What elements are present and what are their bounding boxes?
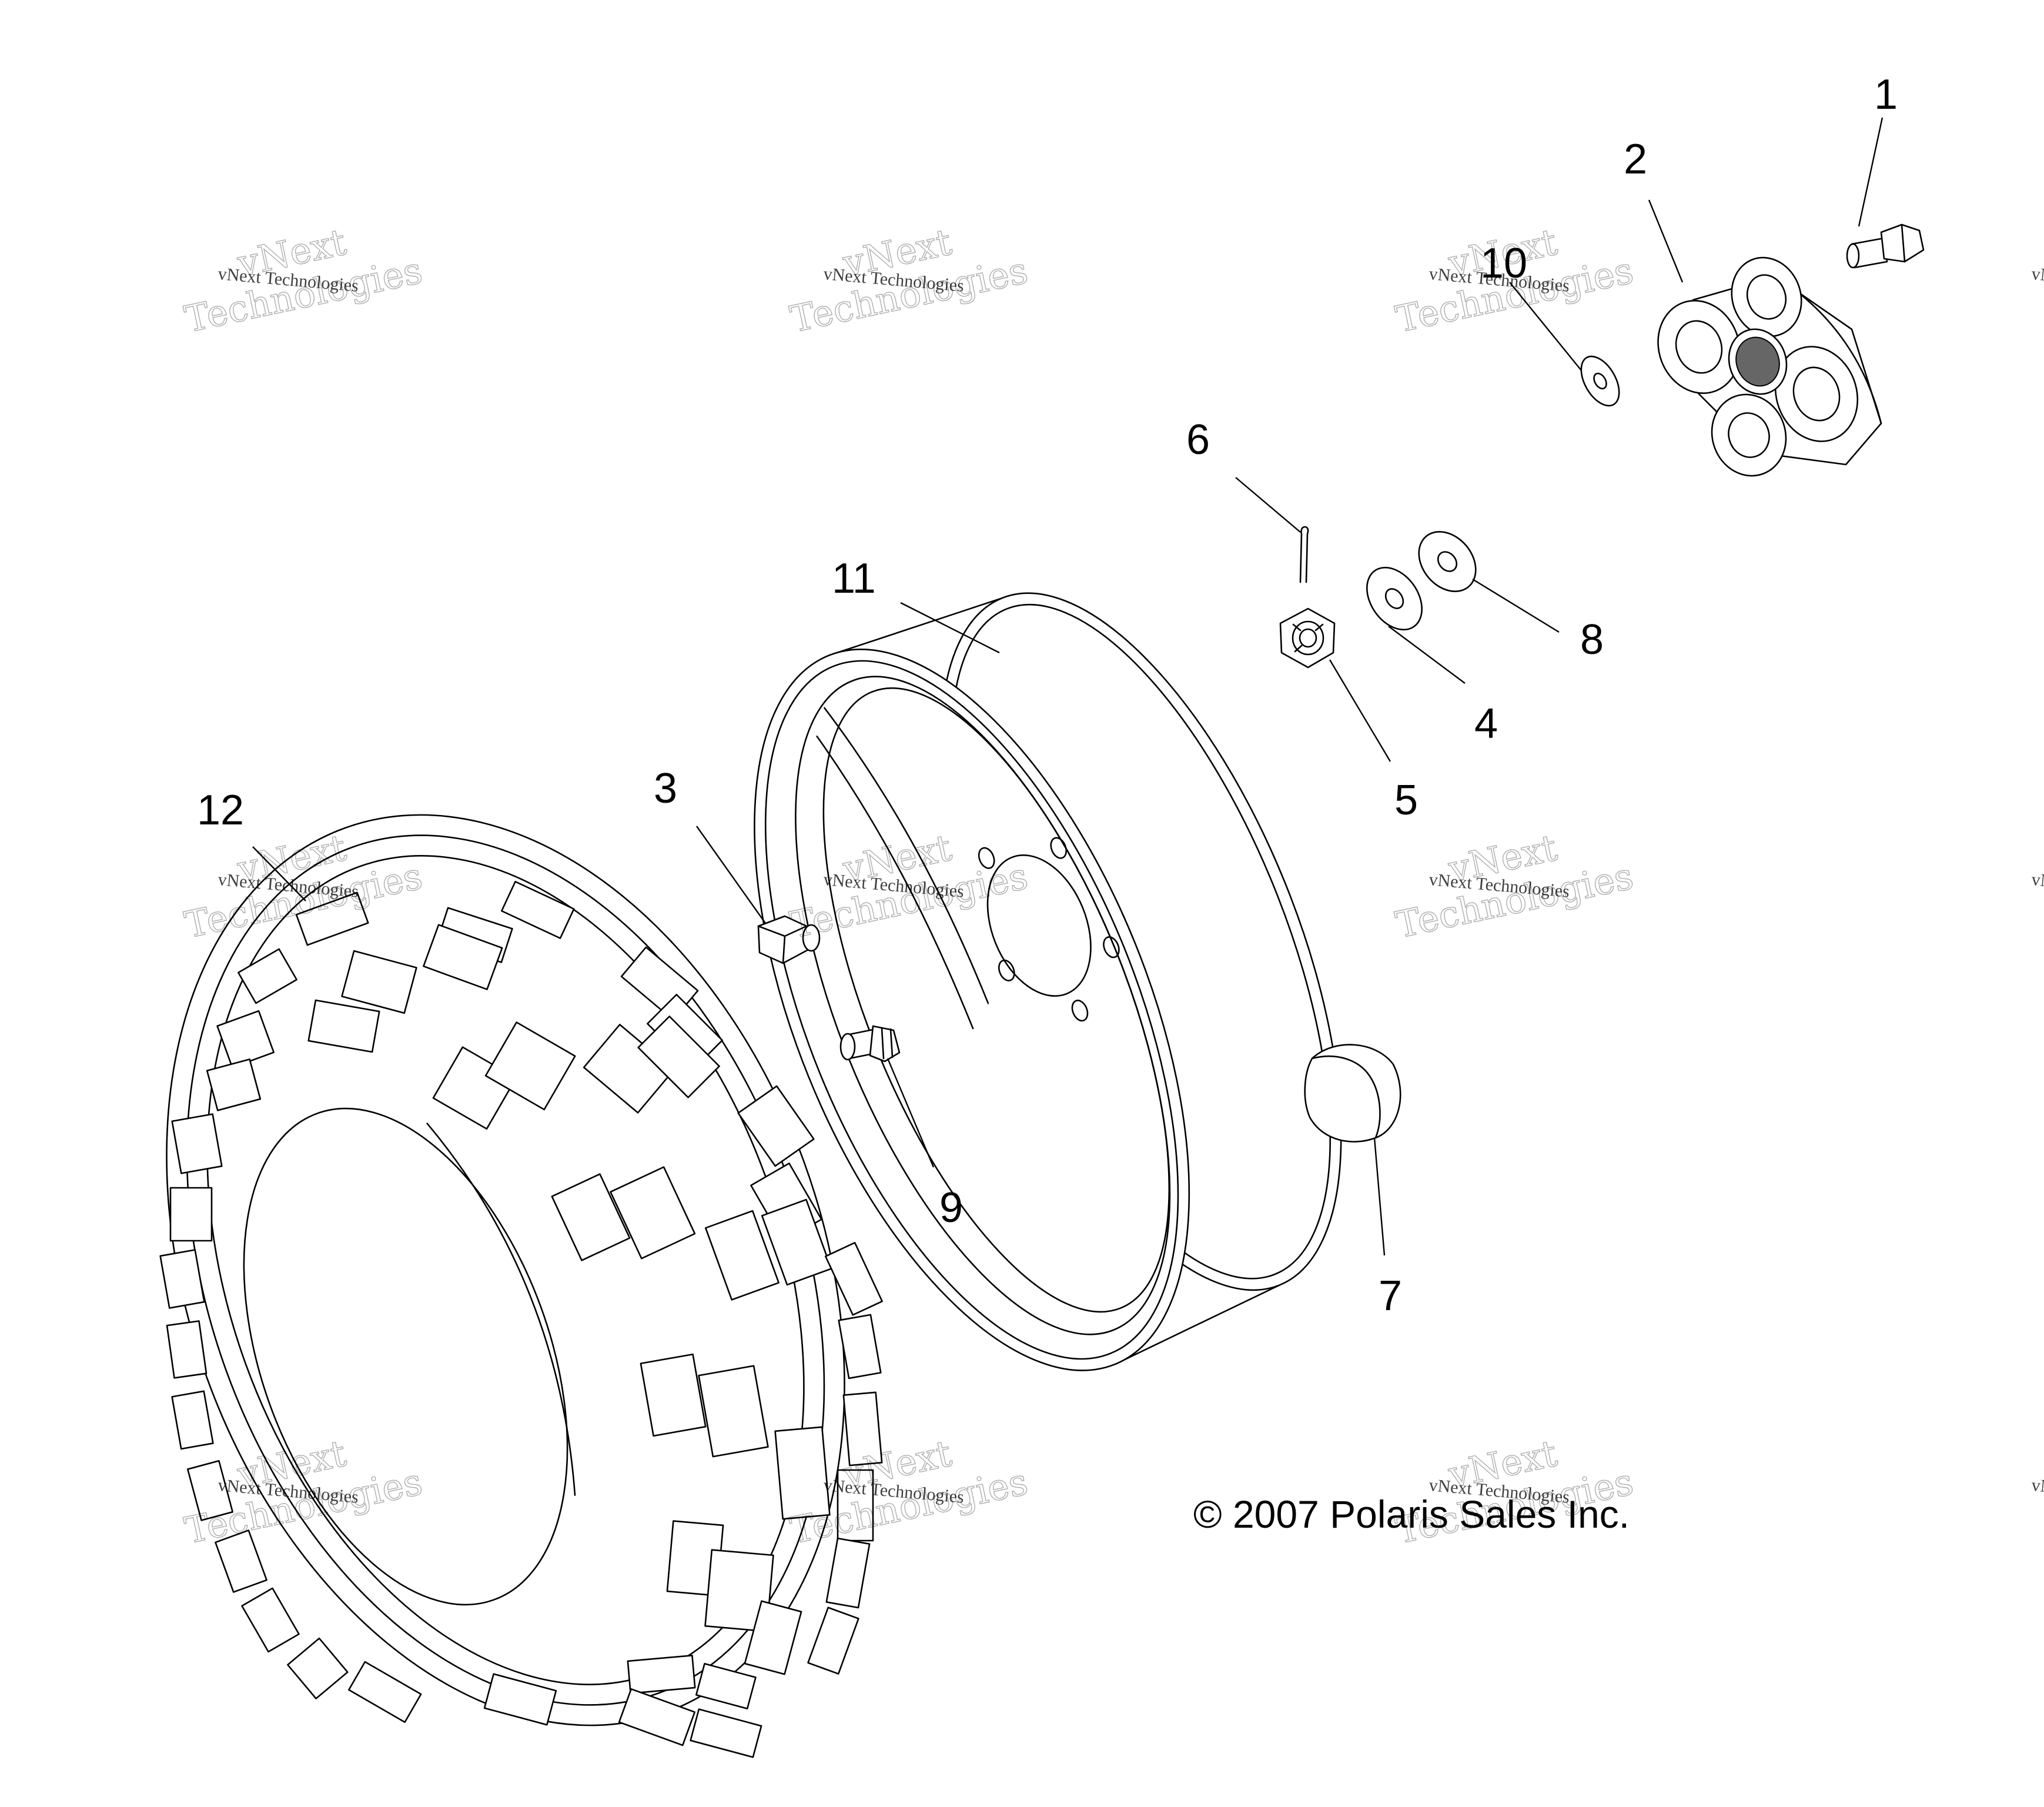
svg-text:vNext Technologies: vNext Technologies <box>2030 264 2044 296</box>
callout-6: 6 <box>1186 416 1210 463</box>
flex-coupler-part-2[interactable] <box>1645 248 1882 486</box>
copyright-notice: © 2007 Polaris Sales Inc. <box>1193 1492 1630 1536</box>
lug-nut-part-3[interactable] <box>757 915 821 964</box>
watermark-edge: vNext Technologies <box>2030 1475 2044 1507</box>
washer-part-4[interactable] <box>1356 557 1433 640</box>
callout-4: 4 <box>1474 700 1498 747</box>
washer-part-10[interactable] <box>1573 350 1627 412</box>
washer-part-8[interactable] <box>1407 520 1487 603</box>
watermark: vNext vNext Technologies Technologies <box>786 220 1032 341</box>
bolt-part-1[interactable] <box>1846 223 1925 269</box>
watermark-edge: vNext Technologies <box>2030 264 2044 296</box>
callout-12: 12 <box>197 787 244 834</box>
castle-nut-part-5[interactable] <box>1279 607 1336 669</box>
callout-7: 7 <box>1379 1272 1402 1320</box>
svg-text:vNext Technologies: vNext Technologies <box>2030 1475 2044 1507</box>
callout-1: 1 <box>1874 71 1898 118</box>
callout-5: 5 <box>1394 777 1418 824</box>
leader-lines <box>252 117 1884 1256</box>
wheel-rim-part-11[interactable] <box>665 529 1428 1430</box>
tire-tread-blocks <box>159 880 883 1758</box>
svg-text:vNext Technologies: vNext Technologies <box>2030 870 2044 901</box>
hub-cap-part-7[interactable] <box>1304 1044 1401 1143</box>
callout-3: 3 <box>654 765 677 812</box>
callout-9: 9 <box>939 1184 963 1231</box>
watermark: vNext vNext Technologies Technologies <box>180 220 426 341</box>
watermark-edge: vNext Technologies <box>2030 870 2044 901</box>
watermark: vNext vNext Technologies Technologies <box>1391 220 1637 341</box>
cotter-pin-part-6[interactable] <box>1299 526 1309 583</box>
valve-stem-part-9[interactable] <box>839 1025 901 1063</box>
tire-part-12[interactable] <box>46 720 965 1807</box>
callout-2: 2 <box>1624 136 1647 183</box>
callout-numbers: 1 2 10 6 11 8 4 5 3 12 9 7 <box>197 71 1898 1320</box>
watermark: vNext vNext Technologies Technologies <box>1391 826 1637 947</box>
callout-8: 8 <box>1580 616 1604 663</box>
callout-11: 11 <box>832 555 876 602</box>
callout-10: 10 <box>1480 240 1527 287</box>
